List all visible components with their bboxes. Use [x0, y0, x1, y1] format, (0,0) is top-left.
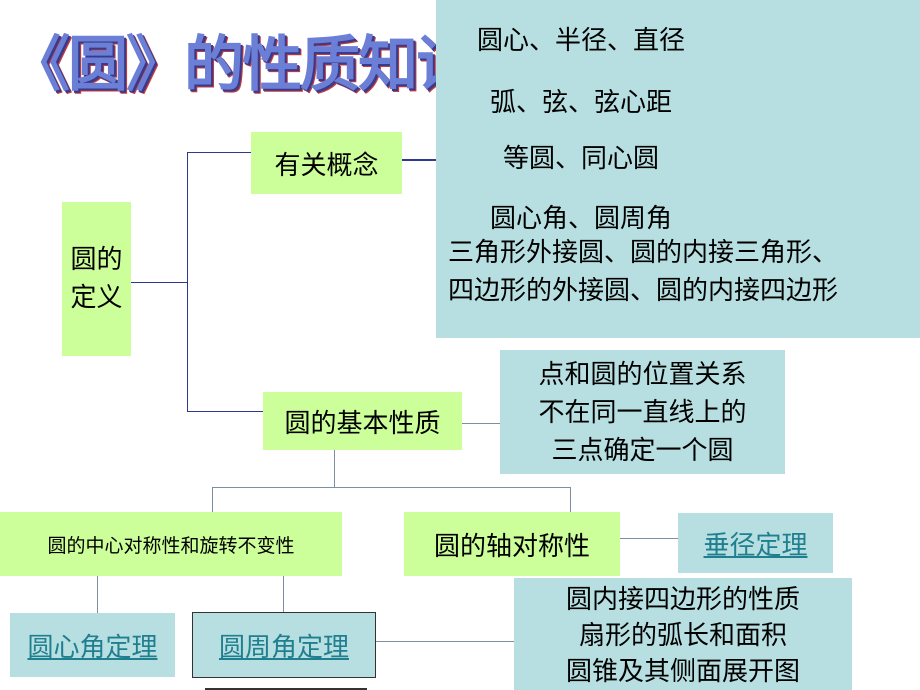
definition-line-2: 定义 — [70, 283, 123, 313]
bottom-divider — [205, 688, 367, 690]
connector-central-left — [97, 575, 98, 613]
basic-detail-2: 不在同一直线上的 — [538, 398, 747, 428]
basic-detail-1: 点和圆的位置关系 — [538, 360, 747, 390]
definition-node: 圆的 定义 — [62, 202, 131, 356]
connector-axial-perp — [620, 538, 678, 539]
concept-detail-2: 弧、弦、弦心距 — [489, 88, 672, 118]
concept-detail-3: 等圆、同心圆 — [502, 144, 659, 174]
basic-detail-3: 三点确定一个圆 — [551, 436, 734, 466]
concepts-node: 有关概念 — [251, 132, 402, 194]
extra-property-2: 扇形的弧长和面积 — [578, 621, 787, 651]
perpendicular-diameter-link[interactable]: 垂径定理 — [678, 513, 833, 573]
inscribed-angle-theorem-link[interactable]: 圆周角定理 — [192, 612, 376, 678]
connector-trunk — [187, 152, 188, 412]
basic-property-details-box: 点和圆的位置关系 不在同一直线上的 三点确定一个圆 — [500, 350, 785, 474]
extra-properties-box: 圆内接四边形的性质 扇形的弧长和面积 圆锥及其侧面展开图 — [514, 578, 852, 690]
connector-to-concepts — [187, 152, 251, 153]
concept-detail-5: 三角形外接圆、圆的内接三角形、 — [448, 238, 839, 268]
connector-concepts-details — [402, 159, 438, 161]
concept-details-box: 圆心、半径、直径 弧、弦、弦心距 等圆、同心圆 圆心角、圆周角 三角形外接圆、圆… — [436, 0, 920, 338]
connector-def-stub — [131, 282, 187, 283]
connector-split-bar — [212, 487, 570, 488]
central-symmetry-node: 圆的中心对称性和旋转不变性 — [0, 512, 342, 576]
connector-to-axial — [570, 487, 571, 512]
connector-to-central — [212, 487, 213, 512]
axial-symmetry-node: 圆的轴对称性 — [404, 512, 620, 576]
connector-basic-down — [334, 448, 335, 488]
connector-basic-details — [462, 423, 500, 424]
extra-property-1: 圆内接四边形的性质 — [565, 585, 800, 615]
concept-detail-6: 四边形的外接圆、圆的内接四边形 — [448, 276, 839, 306]
concept-detail-1: 圆心、半径、直径 — [476, 26, 685, 56]
extra-property-3: 圆锥及其侧面展开图 — [565, 657, 800, 687]
central-angle-theorem-link[interactable]: 圆心角定理 — [10, 613, 175, 677]
basic-properties-node: 圆的基本性质 — [263, 392, 462, 450]
connector-inscribed-extra — [362, 641, 514, 642]
connector-to-basic — [187, 411, 263, 412]
connector-central-right — [283, 575, 284, 613]
concept-detail-4: 圆心角、圆周角 — [489, 204, 672, 234]
definition-line-1: 圆的 — [70, 245, 123, 275]
